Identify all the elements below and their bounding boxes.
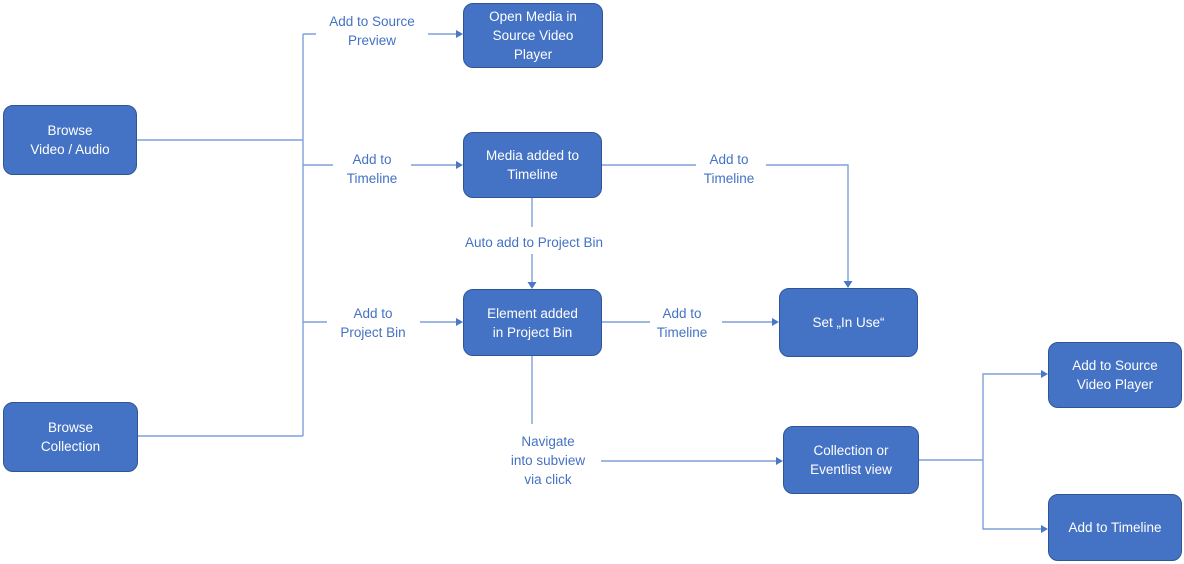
arrowhead-collection [776, 457, 783, 465]
edge-label-add-to-timeline-from-media: Add to Timeline [703, 152, 755, 186]
edge-collection-fanout [919, 373, 1041, 530]
arrowhead-add-source-player [1041, 370, 1048, 378]
node-browse-video-audio: Browse Video / Audio [3, 105, 137, 175]
node-set-in-use: Set „In Use“ [779, 288, 918, 357]
edge-label-add-to-timeline-branch: Add to Timeline [346, 152, 398, 186]
arrowhead-add-timeline [1041, 525, 1048, 533]
edge-label-add-to-source-preview: Add to Source Preview [329, 14, 415, 48]
node-open-media-in-source-video-player: Open Media in Source Video Player [463, 3, 603, 68]
edge-label-add-to-timeline-from-element: Add to Timeline [656, 306, 708, 340]
edge-label-auto-add-to-project-bin: Auto add to Project Bin [464, 235, 604, 250]
node-element-added-in-project-bin: Element added in Project Bin [463, 289, 602, 356]
arrowhead-open-media [456, 30, 463, 38]
arrowhead-set-in-use-top [843, 281, 853, 288]
arrowhead-set-in-use-left [772, 318, 779, 326]
arrowhead-element-added [456, 318, 463, 326]
arrowhead-media-added [456, 161, 463, 169]
node-add-to-source-video-player: Add to Source Video Player [1048, 342, 1182, 408]
edge-label-add-to-project-bin: Add to Project Bin [340, 306, 406, 340]
node-media-added-to-timeline: Media added to Timeline [463, 132, 602, 198]
node-browse-collection: Browse Collection [3, 402, 138, 472]
arrowhead-auto-add [527, 282, 537, 289]
edge-label-navigate-into-subview: Navigate into subview via click [510, 434, 586, 487]
node-add-to-timeline: Add to Timeline [1048, 494, 1182, 561]
node-collection-or-eventlist-view: Collection or Eventlist view [783, 426, 919, 494]
